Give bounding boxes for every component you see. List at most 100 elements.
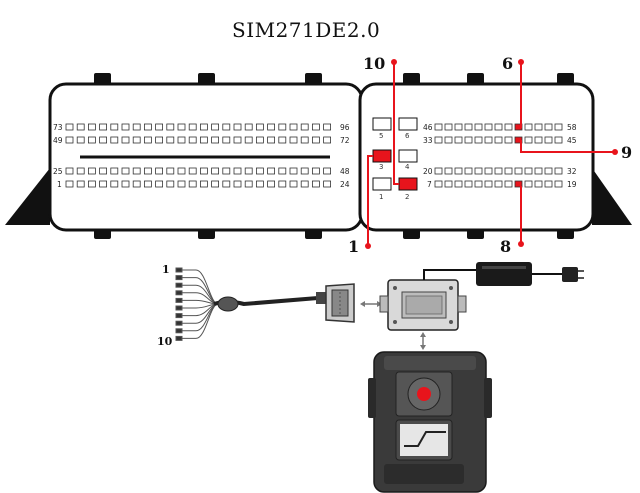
pin-highlight (514, 180, 523, 188)
left-connector: 73 96 49 72 25 48 1 24 (5, 73, 364, 239)
pin (300, 136, 309, 144)
pin (278, 123, 287, 131)
big-pin-highlight (372, 149, 392, 163)
pin (534, 167, 543, 175)
pin (444, 136, 453, 144)
pin (434, 136, 443, 144)
pin (524, 167, 533, 175)
pin (244, 180, 253, 188)
pin (132, 136, 141, 144)
pin (278, 136, 287, 144)
pin (121, 180, 130, 188)
big-pin (398, 117, 418, 131)
pin (504, 136, 513, 144)
pin (323, 167, 332, 175)
big-pin-label: 6 (405, 132, 410, 140)
pin (494, 136, 503, 144)
pin (267, 136, 276, 144)
pin (199, 123, 208, 131)
left-pin-grid (65, 123, 332, 188)
pin (76, 167, 85, 175)
pin (76, 180, 85, 188)
callout-label: 10 (363, 54, 385, 73)
pin (504, 167, 513, 175)
pin (544, 136, 553, 144)
pin (514, 167, 523, 175)
pin (464, 136, 473, 144)
pin (534, 123, 543, 131)
pin (278, 167, 287, 175)
pin (454, 123, 463, 131)
pin (65, 167, 74, 175)
pin (544, 167, 553, 175)
pin (454, 136, 463, 144)
pin (554, 123, 563, 131)
pin (211, 136, 220, 144)
big-pin (372, 177, 392, 191)
row-label: 45 (567, 136, 577, 145)
row-label: 33 (423, 136, 433, 145)
pin (199, 180, 208, 188)
big-pin-label: 2 (405, 193, 409, 201)
wire-label: 10 (157, 335, 173, 348)
pin (255, 167, 264, 175)
pin (155, 167, 164, 175)
pin (454, 180, 463, 188)
pin (474, 167, 483, 175)
pin (177, 123, 186, 131)
wire-label: 1 (162, 263, 170, 276)
pin (311, 136, 320, 144)
pin (311, 123, 320, 131)
pin (267, 180, 276, 188)
pin (289, 136, 298, 144)
row-label: 96 (340, 123, 350, 132)
wire-harness (175, 267, 382, 341)
pin (143, 167, 152, 175)
pin (484, 123, 493, 131)
pin (76, 136, 85, 144)
callout-label: 1 (348, 237, 359, 256)
pin (444, 180, 453, 188)
right-connector: 5 6 3 4 1 2 46 58 33 45 20 32 7 19 (358, 73, 632, 239)
pin (544, 123, 553, 131)
big-pin-label: 4 (405, 163, 410, 171)
pin (300, 167, 309, 175)
pin (233, 180, 242, 188)
pin (289, 167, 298, 175)
wire-clip (175, 313, 183, 319)
wire-clip (175, 282, 183, 288)
pin (255, 136, 264, 144)
pin (534, 180, 543, 188)
pin (121, 167, 130, 175)
pin (76, 123, 85, 131)
pin (110, 136, 119, 144)
callout-label: 6 (502, 54, 513, 73)
vertical-arrow (420, 332, 426, 350)
pin (267, 123, 276, 131)
pin (524, 180, 533, 188)
pin (155, 123, 164, 131)
row-label: 24 (340, 180, 350, 189)
pin (211, 123, 220, 131)
pin (177, 136, 186, 144)
pin (155, 180, 164, 188)
callout-label: 9 (621, 143, 632, 162)
row-label: 20 (423, 167, 433, 176)
pin (323, 136, 332, 144)
pin (88, 167, 96, 175)
row-label: 48 (340, 167, 350, 176)
row-label: 25 (53, 167, 63, 176)
pin (524, 123, 533, 131)
pin (311, 167, 320, 175)
pin (177, 180, 186, 188)
pin (121, 123, 130, 131)
pin (484, 167, 493, 175)
pin (143, 180, 152, 188)
pin (494, 180, 503, 188)
pin (534, 136, 543, 144)
pin (289, 123, 298, 131)
big-pin-highlight (398, 177, 418, 191)
pin (166, 167, 175, 175)
pin (99, 167, 107, 175)
right-pin-grid (434, 123, 563, 188)
